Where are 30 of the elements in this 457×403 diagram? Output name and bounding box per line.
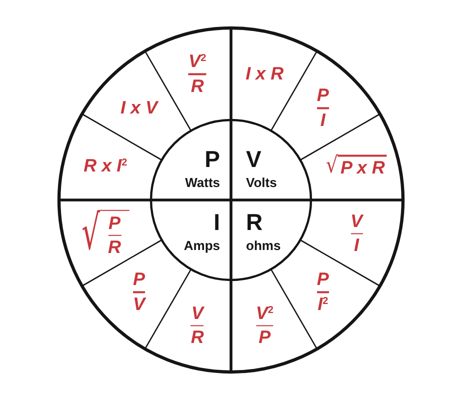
unit-label: ohms — [246, 238, 281, 253]
denominator: R — [108, 239, 121, 256]
unit-label: Volts — [246, 175, 277, 190]
numerator: P — [316, 271, 329, 288]
denominator: I — [320, 112, 326, 129]
radical-sign: √ — [82, 210, 100, 258]
radical-sign: √ — [326, 155, 338, 178]
quantity-symbol: I — [214, 211, 220, 234]
numerator: P — [316, 87, 329, 104]
denominator: I$^{2}$ — [318, 296, 328, 313]
quantity-symbol: V — [246, 148, 262, 171]
numerator: V — [191, 304, 204, 322]
unit-label: Amps — [184, 238, 220, 253]
quantity-symbol: P — [204, 148, 220, 171]
unit-label: Watts — [185, 175, 220, 190]
quantity-symbol: R — [246, 211, 263, 234]
formula: R x I$^{2}$ — [84, 158, 128, 175]
denominator: V — [133, 296, 146, 313]
numerator: V$^{2}$ — [188, 54, 206, 71]
denominator: R — [190, 78, 204, 96]
formula: I x V — [120, 100, 158, 117]
denominator: I — [354, 237, 360, 254]
denominator: R — [190, 329, 204, 346]
numerator: P — [133, 271, 146, 288]
numerator: P — [108, 214, 120, 232]
numerator: V — [350, 212, 363, 230]
numerator: V$^{2}$ — [256, 304, 274, 322]
formula: I x R — [246, 66, 284, 83]
denominator: P — [258, 329, 271, 346]
radicand: P x R — [340, 160, 385, 178]
